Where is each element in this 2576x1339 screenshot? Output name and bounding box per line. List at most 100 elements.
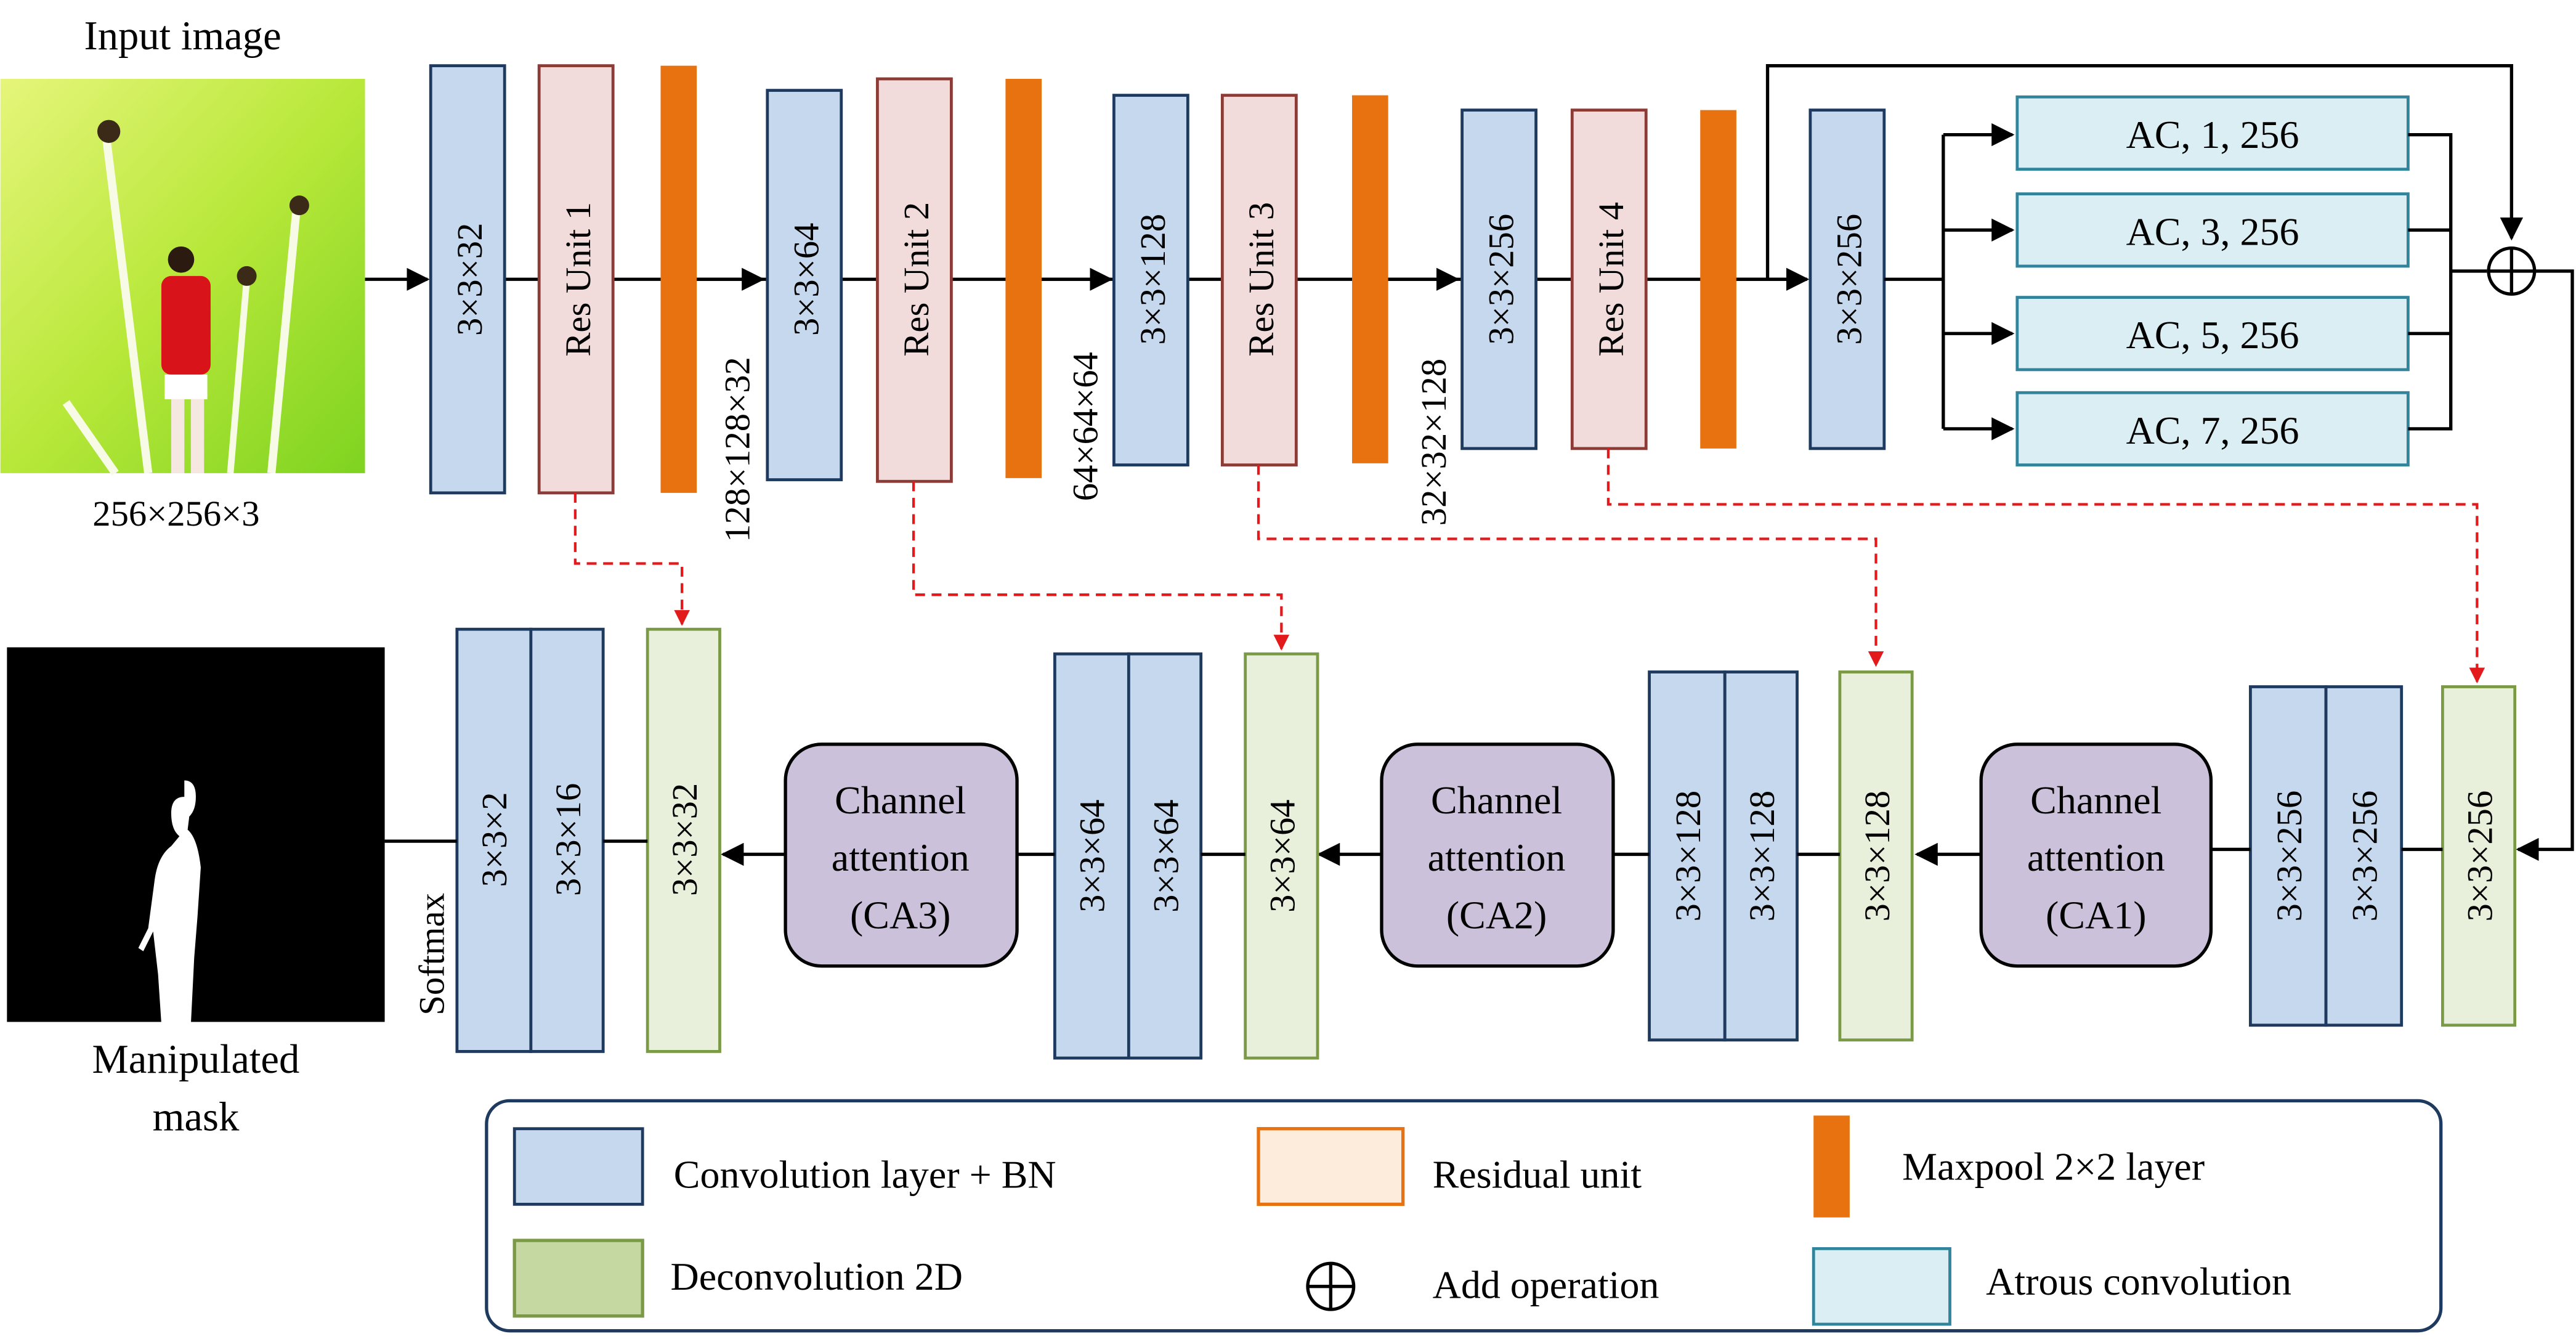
atrous-label: AC, 1, 256 bbox=[2126, 113, 2299, 157]
add-operation-icon bbox=[1306, 1261, 1356, 1311]
legend-item-add: Add operation bbox=[1306, 1261, 1659, 1311]
feature-dims: 64×64×64 bbox=[1066, 352, 1106, 501]
atrous-conv-4: AC, 7, 256 bbox=[2015, 391, 2410, 466]
legend-label: Maxpool 2×2 layer bbox=[1902, 1144, 2205, 1188]
residual-label: Res Unit 4 bbox=[1591, 202, 1631, 357]
atrous-conv-1: AC, 1, 256 bbox=[2015, 95, 2410, 171]
bridge-conv: 3×3×256 bbox=[1808, 108, 1886, 450]
residual-label: Res Unit 1 bbox=[558, 202, 598, 357]
output-title-line2: mask bbox=[153, 1094, 240, 1139]
conv-label: 3×3×128 bbox=[1133, 214, 1173, 345]
encoder-block-1: 3×3×32 Res Unit 1 128×128×32 bbox=[429, 64, 765, 542]
feature-dims: 128×128×32 bbox=[717, 357, 757, 542]
atrous-label: AC, 5, 256 bbox=[2126, 313, 2299, 357]
legend-label: Deconvolution 2D bbox=[670, 1255, 962, 1298]
conv-layer bbox=[1648, 670, 1727, 1042]
decoder-stage-1: 3×3×256 3×3×256 3×3×256 Channel attentio… bbox=[1914, 685, 2517, 1027]
legend-item-atrous: Atrous convolution bbox=[1812, 1247, 2291, 1326]
legend-item-deconv: Deconvolution 2D bbox=[512, 1239, 963, 1318]
decoder-stage-2: 3×3×128 3×3×128 3×3×128 Channel attentio… bbox=[1316, 670, 1914, 1042]
encoder-block-4: 3×3×256 Res Unit 4 bbox=[1460, 108, 1736, 450]
conv-label: 3×3×128 bbox=[1742, 791, 1782, 922]
residual-unit bbox=[876, 77, 953, 483]
conv-layer bbox=[1112, 94, 1189, 466]
ca-label-line3: (CA3) bbox=[850, 893, 951, 937]
input-image-title: Input image bbox=[84, 14, 281, 59]
skip-connection-4 bbox=[1606, 448, 2485, 684]
ca-label-line1: Channel bbox=[835, 778, 966, 822]
ca-label-line3: (CA2) bbox=[1446, 893, 1547, 937]
deconv-label: 3×3×256 bbox=[2460, 791, 2500, 922]
conv-layer bbox=[529, 627, 605, 1053]
ca-label-line2: attention bbox=[2027, 836, 2165, 879]
legend-label: Convolution layer + BN bbox=[674, 1153, 1056, 1197]
atrous-label: AC, 7, 256 bbox=[2126, 409, 2299, 452]
ca-label-line2: attention bbox=[1428, 836, 1566, 879]
conv-layer bbox=[455, 627, 533, 1053]
legend-item-maxpool: Maxpool 2×2 layer bbox=[1813, 1115, 2205, 1218]
bridge-to-decoder-path bbox=[2516, 269, 2574, 861]
conv-label: 3×3×64 bbox=[786, 223, 826, 336]
input-image bbox=[0, 78, 365, 476]
atrous-conv-3: AC, 5, 256 bbox=[2015, 296, 2410, 372]
skip-connection-3 bbox=[1257, 465, 1884, 667]
conv-label: 3×3×64 bbox=[1072, 799, 1112, 912]
conv-layer bbox=[1053, 652, 1130, 1060]
conv-label: 3×3×128 bbox=[1668, 791, 1708, 922]
skip-connection-2 bbox=[912, 481, 1290, 651]
skip-connection-1 bbox=[573, 492, 690, 626]
softmax-label: Softmax bbox=[412, 893, 452, 1015]
conv-layer bbox=[1723, 670, 1799, 1042]
maxpool-layer bbox=[1005, 78, 1042, 478]
deconv-label: 3×3×64 bbox=[1263, 799, 1303, 912]
atrous-conv-2: AC, 3, 256 bbox=[2015, 192, 2410, 268]
deconv-label: 3×3×32 bbox=[665, 783, 705, 896]
residual-unit bbox=[1220, 94, 1298, 466]
bridge-residual-path bbox=[1765, 63, 2524, 280]
conv-label: 3×3×256 bbox=[1829, 214, 1869, 345]
legend-label: Atrous convolution bbox=[1986, 1260, 2291, 1303]
add-operation-icon bbox=[2487, 246, 2537, 296]
legend-item-conv: Convolution layer + BN bbox=[512, 1127, 1056, 1206]
ca-label-line3: (CA1) bbox=[2046, 893, 2147, 937]
deconv-layer bbox=[1838, 670, 1914, 1042]
atrous-label: AC, 3, 256 bbox=[2126, 210, 2299, 253]
legend: Convolution layer + BN Residual unit Max… bbox=[485, 1099, 2443, 1333]
deconv-label: 3×3×128 bbox=[1857, 791, 1897, 922]
conv-label: 3×3×256 bbox=[2345, 791, 2385, 922]
residual-label: Res Unit 3 bbox=[1241, 202, 1281, 357]
residual-label: Res Unit 2 bbox=[896, 202, 936, 357]
decoder-stage-4: 3×3×32 3×3×2 3×3×16 bbox=[384, 627, 721, 1053]
deconv-layer bbox=[646, 627, 721, 1053]
ca-label-line2: attention bbox=[832, 836, 970, 879]
ca-label-line1: Channel bbox=[1431, 778, 1562, 822]
output-title-line1: Manipulated bbox=[92, 1037, 300, 1082]
residual-unit bbox=[1570, 108, 1648, 450]
input-dims: 256×256×3 bbox=[92, 494, 259, 534]
conv-layer bbox=[2324, 685, 2404, 1027]
encoder-block-3: 3×3×128 Res Unit 3 32×32×128 bbox=[1112, 94, 1460, 526]
conv-label: 3×3×256 bbox=[2269, 791, 2309, 922]
conv-label: 3×3×64 bbox=[1146, 799, 1186, 912]
encoder-block-2: 3×3×64 Res Unit 2 64×64×64 bbox=[766, 77, 1113, 501]
ca-label-line1: Channel bbox=[2030, 778, 2161, 822]
conv-label: 3×3×2 bbox=[474, 792, 514, 887]
legend-label: Residual unit bbox=[1433, 1153, 1642, 1197]
output-mask-image bbox=[7, 647, 385, 1024]
conv-layer bbox=[2249, 685, 2328, 1027]
feature-dims: 32×32×128 bbox=[1414, 359, 1454, 526]
conv-layer bbox=[1460, 108, 1538, 450]
conv-layer bbox=[766, 89, 843, 481]
deconv-layer bbox=[2440, 685, 2517, 1027]
channel-attention-ca2 bbox=[1380, 743, 1615, 968]
conv-layer bbox=[429, 64, 506, 495]
decoder-stage-3: 3×3×64 3×3×64 3×3×64 Channel attention (… bbox=[721, 652, 1319, 1060]
maxpool-layer bbox=[660, 65, 697, 493]
conv-label: 3×3×32 bbox=[450, 223, 490, 336]
conv-label: 3×3×16 bbox=[548, 783, 588, 896]
legend-item-residual: Residual unit bbox=[1257, 1127, 1642, 1207]
legend-label: Add operation bbox=[1433, 1263, 1659, 1306]
conv-label: 3×3×256 bbox=[1481, 214, 1521, 345]
maxpool-layer bbox=[1700, 110, 1736, 449]
